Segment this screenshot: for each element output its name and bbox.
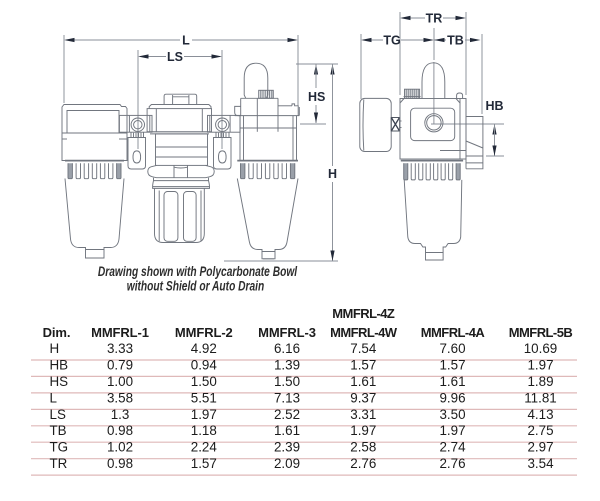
svg-text:1.50: 1.50 (274, 374, 300, 389)
svg-text:0.98: 0.98 (107, 456, 133, 471)
svg-text:1.57: 1.57 (191, 456, 217, 471)
svg-text:3.54: 3.54 (527, 456, 554, 471)
svg-text:2.97: 2.97 (527, 440, 553, 455)
svg-text:2.39: 2.39 (274, 440, 300, 455)
svg-text:1.02: 1.02 (107, 440, 133, 455)
svg-text:MMFRL-5B: MMFRL-5B (509, 325, 573, 340)
svg-text:2.58: 2.58 (350, 440, 376, 455)
svg-text:MMFRL-3: MMFRL-3 (258, 325, 316, 340)
svg-text:H: H (328, 167, 337, 181)
svg-text:2.76: 2.76 (439, 456, 465, 471)
svg-text:3.50: 3.50 (439, 407, 465, 422)
svg-text:2.74: 2.74 (439, 440, 466, 455)
svg-text:TB: TB (50, 423, 67, 438)
svg-text:3.58: 3.58 (107, 390, 133, 405)
svg-text:HS: HS (50, 374, 69, 389)
svg-text:HB: HB (50, 357, 69, 372)
svg-text:9.37: 9.37 (350, 390, 376, 405)
svg-text:1.39: 1.39 (274, 357, 300, 372)
svg-text:without Shield or Auto Drain: without Shield or Auto Drain (127, 278, 265, 294)
svg-text:0.98: 0.98 (107, 423, 133, 438)
svg-text:MMFRL-2: MMFRL-2 (175, 325, 233, 340)
svg-text:1.61: 1.61 (274, 423, 300, 438)
svg-text:MMFRL-1: MMFRL-1 (91, 325, 149, 340)
svg-text:LS: LS (50, 407, 66, 422)
svg-text:1.18: 1.18 (191, 423, 217, 438)
svg-text:1.61: 1.61 (350, 374, 376, 389)
svg-text:L: L (50, 390, 57, 405)
svg-text:2.52: 2.52 (274, 407, 300, 422)
svg-text:7.13: 7.13 (274, 390, 300, 405)
svg-text:TG: TG (50, 440, 69, 455)
svg-text:1.50: 1.50 (191, 374, 217, 389)
svg-text:1.57: 1.57 (350, 357, 376, 372)
svg-text:4.13: 4.13 (527, 407, 553, 422)
svg-text:0.79: 0.79 (107, 357, 133, 372)
svg-text:2.09: 2.09 (274, 456, 300, 471)
svg-text:7.54: 7.54 (350, 341, 377, 356)
svg-text:1.97: 1.97 (527, 357, 553, 372)
svg-text:TB: TB (447, 34, 464, 48)
svg-text:MMFRL-4W: MMFRL-4W (330, 325, 398, 340)
svg-text:1.00: 1.00 (107, 374, 133, 389)
svg-text:6.16: 6.16 (274, 341, 300, 356)
svg-text:MMFRL-4A: MMFRL-4A (421, 325, 486, 340)
svg-text:HB: HB (485, 99, 503, 113)
svg-text:Dim.: Dim. (43, 325, 71, 340)
svg-text:1.97: 1.97 (350, 423, 376, 438)
svg-text:5.51: 5.51 (191, 390, 217, 405)
svg-text:1.61: 1.61 (439, 374, 465, 389)
svg-text:TR: TR (426, 12, 443, 26)
svg-text:1.3: 1.3 (111, 407, 130, 422)
svg-text:1.97: 1.97 (191, 407, 217, 422)
svg-text:11.81: 11.81 (524, 390, 557, 405)
svg-text:2.24: 2.24 (191, 440, 218, 455)
svg-text:1.89: 1.89 (527, 374, 553, 389)
svg-text:3.33: 3.33 (107, 341, 133, 356)
svg-text:L: L (182, 34, 190, 48)
svg-text:HS: HS (308, 90, 325, 104)
svg-text:H: H (50, 341, 60, 356)
svg-text:TG: TG (383, 34, 400, 48)
svg-text:Drawing shown with Polycarbona: Drawing shown with Polycarbonate Bowl (98, 263, 298, 279)
svg-text:LS: LS (167, 50, 183, 64)
svg-text:4.92: 4.92 (191, 341, 217, 356)
svg-text:1.57: 1.57 (439, 357, 465, 372)
svg-text:2.76: 2.76 (350, 456, 376, 471)
svg-text:10.69: 10.69 (524, 341, 558, 356)
svg-text:9.96: 9.96 (439, 390, 465, 405)
svg-text:TR: TR (50, 456, 68, 471)
svg-text:7.60: 7.60 (439, 341, 465, 356)
svg-text:3.31: 3.31 (350, 407, 376, 422)
svg-text:MMFRL-4Z: MMFRL-4Z (332, 306, 395, 321)
svg-text:2.75: 2.75 (527, 423, 553, 438)
svg-text:0.94: 0.94 (191, 357, 218, 372)
svg-text:1.97: 1.97 (439, 423, 465, 438)
